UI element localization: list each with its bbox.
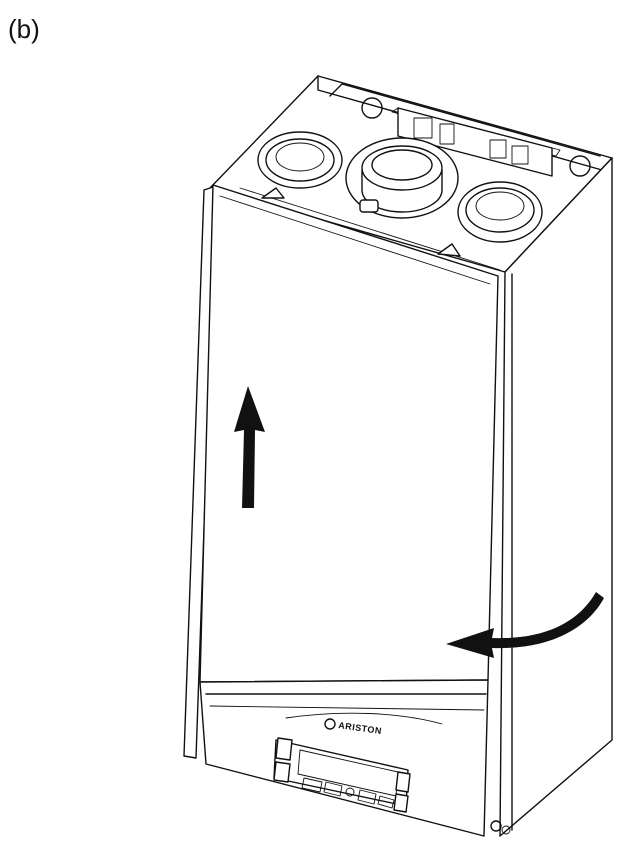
left-side-panel [183,185,217,759]
lift-up-arrow-icon [234,386,265,508]
flue-port-left [257,131,343,189]
rear-bracket [361,97,591,177]
control-buttons [273,737,411,813]
flue-port-center [345,137,459,219]
figure-label: (b) [8,14,40,44]
flue-port-right [457,181,543,243]
rotate-arrow-icon [446,592,604,658]
bottom-hinge [490,820,511,835]
right-side-casing [499,157,613,837]
